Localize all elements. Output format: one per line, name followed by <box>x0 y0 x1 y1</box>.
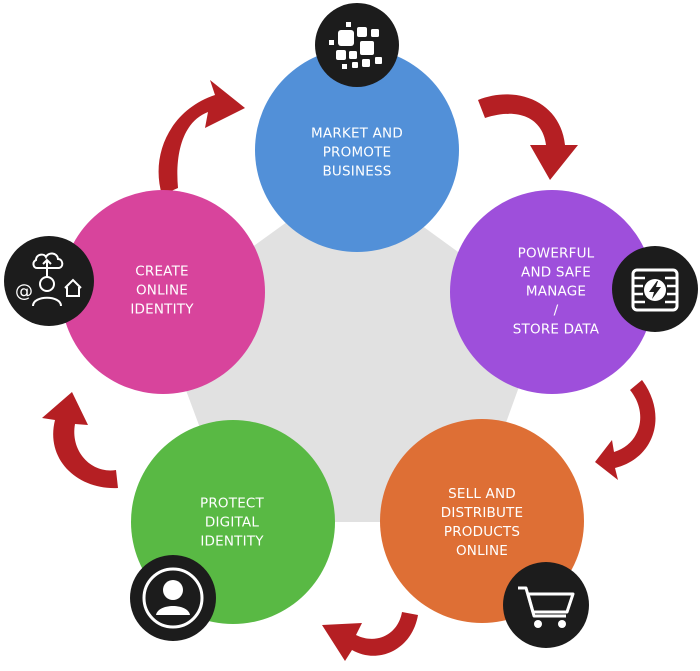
cycle-arrow-sell-to-protect <box>322 612 418 661</box>
node-label-protect: PROTECT DIGITAL IDENTITY <box>200 495 264 550</box>
stage-circles <box>61 48 654 624</box>
online-identity-icon: @ <box>4 236 94 326</box>
node-circle-identity <box>61 190 265 394</box>
node-label-data: POWERFUL AND SAFE MANAGE / STORE DATA <box>512 245 600 338</box>
node-label-identity: CREATE ONLINE IDENTITY <box>130 263 194 318</box>
node-label-market: MARKET AND PROMOTE BUSINESS <box>311 125 403 180</box>
cycle-arrow-data-to-sell <box>595 380 656 480</box>
cycle-arrow-identity-to-market <box>158 80 245 195</box>
cycle-arrow-market-to-data <box>478 94 578 180</box>
server-lightning-icon <box>612 246 698 332</box>
shopping-cart-icon <box>503 562 589 648</box>
svg-text:@: @ <box>15 281 33 302</box>
node-circle-data <box>450 190 654 394</box>
qr-code-icon <box>315 3 399 87</box>
cycle-arrows <box>42 80 656 661</box>
node-circle-market <box>255 48 459 252</box>
cycle-arrow-protect-to-identity <box>42 392 118 489</box>
user-profile-icon <box>130 555 216 641</box>
node-label-sell: SELL AND DISTRIBUTE PRODUCTS ONLINE <box>440 486 524 559</box>
